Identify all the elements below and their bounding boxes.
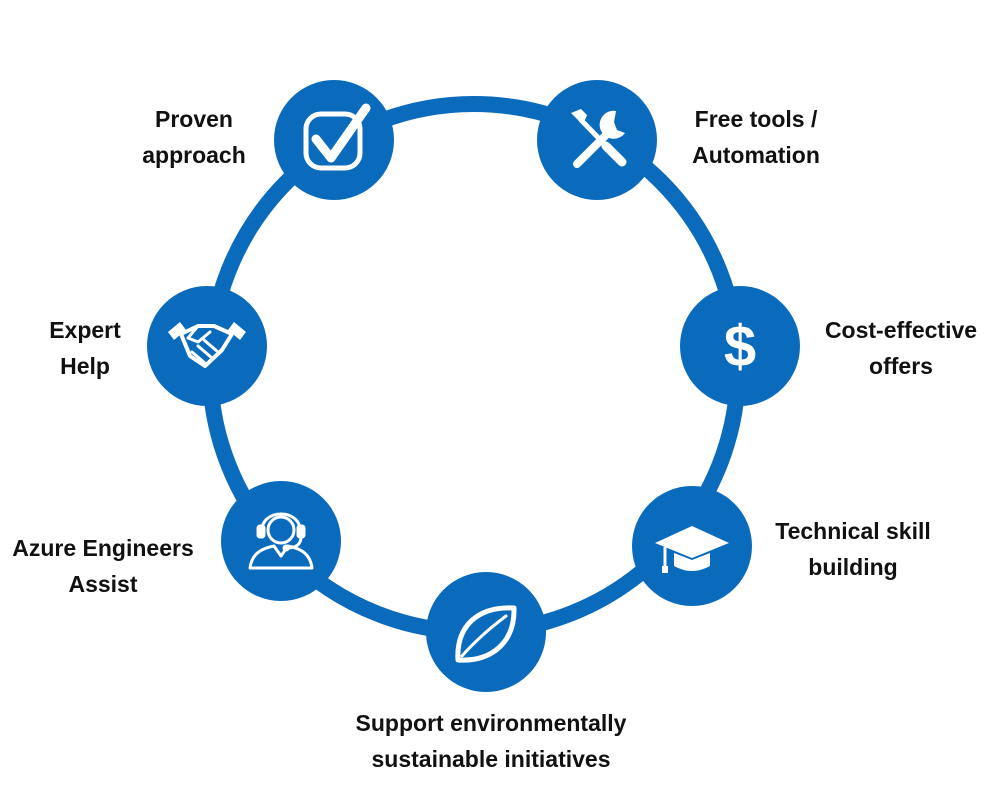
node-free-tools: [537, 80, 657, 200]
checkmark-icon: [303, 103, 371, 171]
tools-icon: [571, 109, 627, 168]
node-cost-effective: $: [680, 286, 800, 406]
node-circle: [680, 286, 800, 406]
label-cost-effective: Cost-effective offers: [824, 317, 978, 379]
leaf-icon: [455, 605, 517, 663]
node-expert-help: [147, 286, 267, 406]
headset-agent-icon: [248, 512, 314, 570]
svg-text:$: $: [724, 314, 756, 379]
label-expert-help: Expert Help: [49, 317, 121, 379]
label-free-tools: Free tools / Automation: [692, 106, 820, 168]
handshake-icon: [168, 322, 246, 368]
graduation-cap-icon: [655, 526, 729, 573]
label-azure-engineers: Azure Engineers Assist: [12, 535, 194, 597]
dollar-icon: $: [724, 314, 756, 379]
label-sustainable: Support environmentally sustainable init…: [355, 710, 627, 772]
node-azure-engineers: [221, 481, 341, 601]
node-circle: [274, 80, 394, 200]
node-proven-approach: [274, 80, 394, 200]
node-circle: [221, 481, 341, 601]
label-proven-approach: Proven approach: [142, 106, 246, 168]
label-technical-skill: Technical skill building: [775, 518, 931, 580]
node-sustainable: [426, 572, 546, 692]
node-technical-skill: [632, 486, 752, 606]
node-circle: [147, 286, 267, 406]
